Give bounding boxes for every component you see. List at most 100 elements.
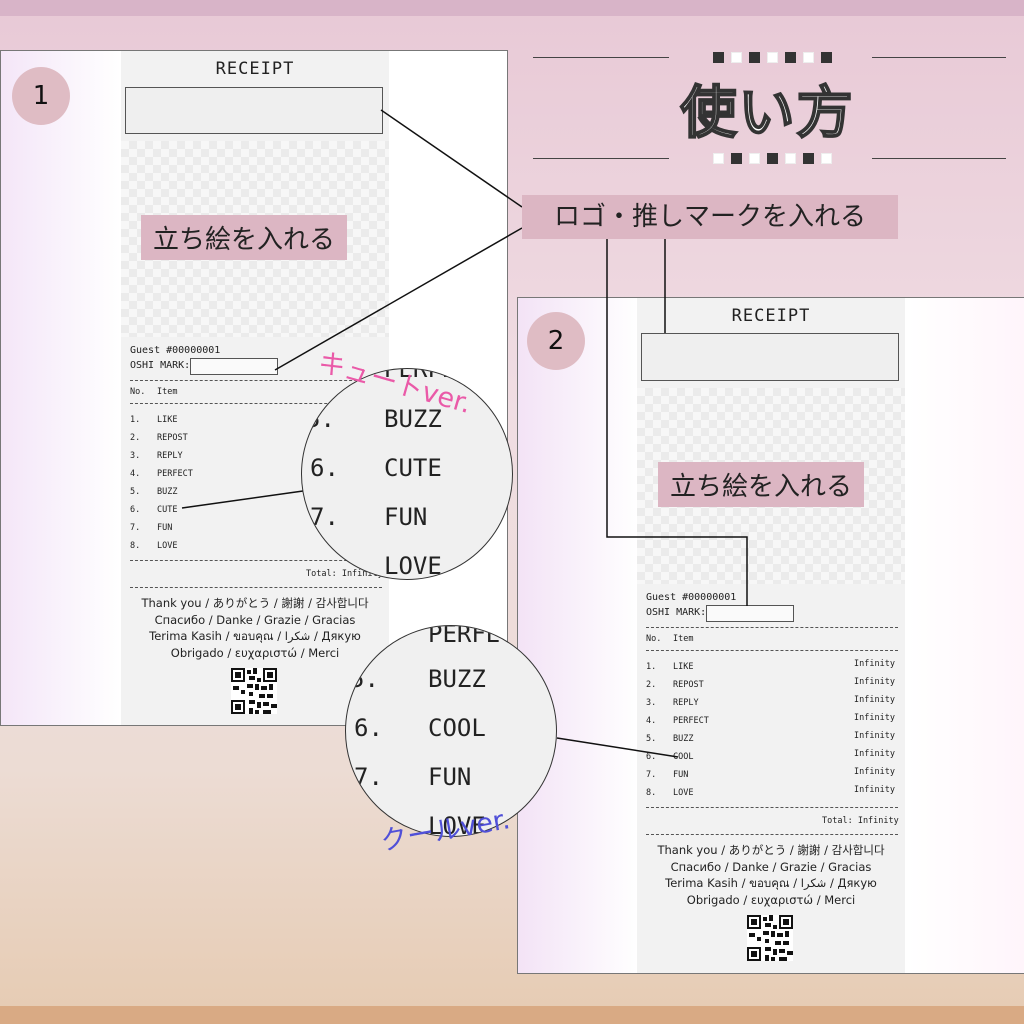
mag-text: 7.	[310, 503, 339, 531]
oshi-mark-box	[706, 605, 794, 622]
item-value: Infinity	[854, 731, 895, 741]
mag-text: 6.	[310, 454, 339, 482]
step-number-2: 2	[527, 312, 585, 370]
col-item: Item	[673, 634, 694, 644]
receipt-cute: RECEIPT 立ち絵を入れる Guest #00000001 OSHI MAR…	[121, 51, 389, 725]
decor-squares-bottom	[713, 153, 832, 164]
item-no: 2.	[130, 433, 141, 443]
item-no: 5.	[130, 487, 141, 497]
thanks-line: Terima Kasih / ขอบคุณ / شكرا / Дякую	[149, 629, 361, 643]
item-name: BUZZ	[673, 734, 694, 744]
item-value: Infinity	[854, 695, 895, 705]
top-band	[0, 0, 1024, 16]
receipt-title: RECEIPT	[731, 306, 811, 326]
divider	[646, 627, 898, 628]
logo-callout-label: ロゴ・推しマークを入れる	[522, 195, 898, 239]
item-name: REPOST	[157, 433, 188, 443]
qr-code-icon	[747, 915, 793, 961]
guest-number: Guest #00000001	[646, 592, 737, 603]
mag-text: BUZZ	[428, 665, 486, 693]
oshi-mark-label: OSHI MARK:	[646, 607, 707, 618]
item-no: 7.	[646, 770, 657, 780]
total: Total: Infinity	[822, 816, 899, 826]
thanks-line: Thank you / ありがとう / 謝謝 / 감사합니다	[141, 596, 369, 610]
divider	[646, 807, 898, 808]
logo-placeholder	[641, 333, 899, 381]
divider	[130, 380, 382, 381]
thanks-line: Terima Kasih / ขอบคุณ / شكرا / Дякую	[665, 876, 877, 890]
magnifier-cool: PERFE 5. BUZZ 6. COOL 7. FUN LOVE	[345, 625, 557, 837]
oshi-mark-box	[190, 358, 278, 375]
item-no: 4.	[130, 469, 141, 479]
item-no: 5.	[646, 734, 657, 744]
col-item: Item	[157, 387, 178, 397]
item-name: LIKE	[673, 662, 694, 672]
qr-code-icon	[231, 668, 277, 714]
item-no: 3.	[646, 698, 657, 708]
thanks-line: Спасибо / Danke / Grazie / Gracias	[670, 859, 872, 874]
mag-text: COOL	[428, 714, 486, 742]
mag-text: BUZZ	[384, 405, 442, 433]
item-name: LIKE	[157, 415, 178, 425]
header-rule	[533, 158, 669, 159]
thanks-message: Thank you / ありがとう / 謝謝 / 감사합니다 Спасибо /…	[637, 842, 905, 908]
step-number-1: 1	[12, 67, 70, 125]
item-name: REPLY	[673, 698, 699, 708]
item-name: COOL	[673, 752, 694, 762]
art-label: 立ち絵を入れる	[658, 462, 865, 507]
total: Total: Infinity	[306, 569, 383, 579]
guest-number: Guest #00000001	[130, 345, 221, 356]
item-no: 3.	[130, 451, 141, 461]
item-no: 1.	[130, 415, 141, 425]
mag-text: FUN	[428, 763, 472, 791]
mag-text: 6.	[354, 714, 383, 742]
mag-text: CUTE	[384, 454, 442, 482]
item-name: PERFECT	[157, 469, 193, 479]
item-no: 6.	[646, 752, 657, 762]
decor-squares-top	[713, 52, 832, 63]
header-rule	[872, 158, 1006, 159]
divider	[130, 587, 382, 588]
item-name: PERFECT	[673, 716, 709, 726]
thanks-line: Спасибо / Danke / Grazie / Gracias	[154, 612, 356, 627]
mag-text: PERFE	[428, 625, 501, 648]
art-label: 立ち絵を入れる	[141, 215, 348, 260]
item-name: REPLY	[157, 451, 183, 461]
mag-text: 7.	[354, 763, 383, 791]
item-name: CUTE	[157, 505, 178, 515]
col-no: No.	[130, 387, 146, 397]
col-no: No.	[646, 634, 662, 644]
thanks-line: Obrigado / ευχαριστώ / Merci	[686, 892, 856, 907]
thanks-line: Obrigado / ευχαριστώ / Merci	[170, 645, 340, 660]
logo-placeholder	[125, 87, 383, 134]
item-value: Infinity	[854, 749, 895, 759]
thanks-message: Thank you / ありがとう / 謝謝 / 감사합니다 Спасибо /…	[121, 595, 389, 661]
item-value: Infinity	[854, 713, 895, 723]
divider	[130, 403, 382, 404]
item-no: 4.	[646, 716, 657, 726]
item-value: Infinity	[854, 785, 895, 795]
mag-text: 5.	[350, 665, 379, 693]
panel-2: 2 RECEIPT 立ち絵を入れる Guest #00000001 OSHI M…	[517, 297, 1024, 974]
item-name: BUZZ	[157, 487, 178, 497]
bottom-band	[0, 1006, 1024, 1024]
item-value: Infinity	[854, 677, 895, 687]
mag-text: LOVE	[428, 812, 486, 837]
divider	[646, 650, 898, 651]
item-name: LOVE	[673, 788, 694, 798]
item-name: LOVE	[157, 541, 178, 551]
thanks-line: Thank you / ありがとう / 謝謝 / 감사합니다	[657, 843, 885, 857]
mag-text: 5.	[306, 405, 335, 433]
item-no: 1.	[646, 662, 657, 672]
mag-text: LOVE	[384, 552, 442, 580]
item-no: 8.	[646, 788, 657, 798]
mag-text: PERFE	[384, 368, 457, 383]
receipt-cool: RECEIPT 立ち絵を入れる Guest #00000001 OSHI MAR…	[637, 298, 905, 973]
item-no: 2.	[646, 680, 657, 690]
item-name: REPOST	[673, 680, 704, 690]
item-value: Infinity	[854, 659, 895, 669]
divider	[130, 560, 382, 561]
header-rule	[872, 57, 1006, 58]
item-name: FUN	[157, 523, 173, 533]
item-no: 8.	[130, 541, 141, 551]
